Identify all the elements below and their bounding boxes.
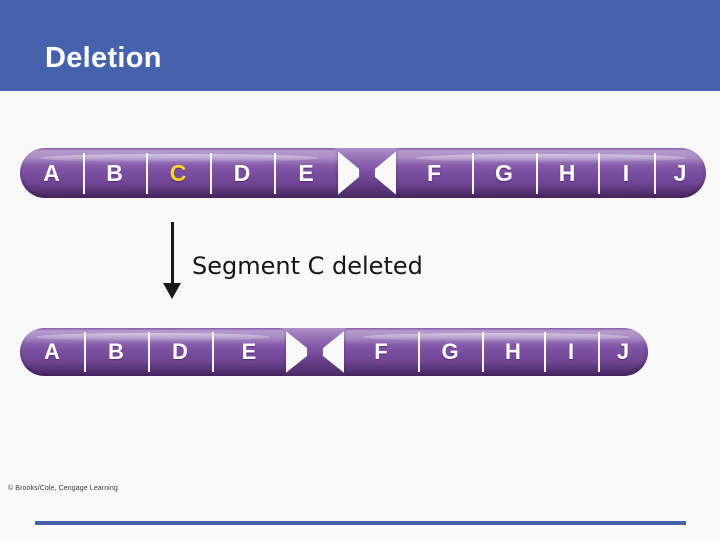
bottom-divider-7 [598,332,600,372]
top-left-arm [20,148,338,198]
top-divider-2 [146,152,148,194]
top-divider-7 [598,152,600,194]
slide-header: Deletion [0,0,720,91]
process-arrow-line [171,222,174,284]
bottom-divider-5 [482,332,484,372]
bottom-divider-2 [148,332,150,372]
deletion-figure: A B C D E F G H I J [0,100,720,492]
top-right-arm [396,148,706,198]
process-arrow-head [163,283,181,299]
bottom-divider-1 [84,332,86,372]
bottom-left-arm [20,328,286,376]
top-centromere [334,148,400,198]
bottom-centromere [282,328,348,376]
footer-divider [35,521,686,525]
original-chromosome: A B C D E F G H I J [20,148,706,198]
deleted-chromosome: A B D E F G H I J [20,328,648,376]
top-divider-1 [83,152,85,194]
bottom-divider-3 [212,332,214,372]
top-divider-6 [536,152,538,194]
bottom-divider-6 [544,332,546,372]
bottom-right-arm [344,328,648,376]
top-divider-3 [210,152,212,194]
top-divider-5 [472,152,474,194]
bottom-divider-4 [418,332,420,372]
copyright-credit: © Brooks/Cole, Cengage Learning [8,485,118,492]
top-divider-8 [654,152,656,194]
figure-caption: Segment C deleted [192,252,423,280]
top-divider-4 [274,152,276,194]
page-title: Deletion [45,42,162,74]
